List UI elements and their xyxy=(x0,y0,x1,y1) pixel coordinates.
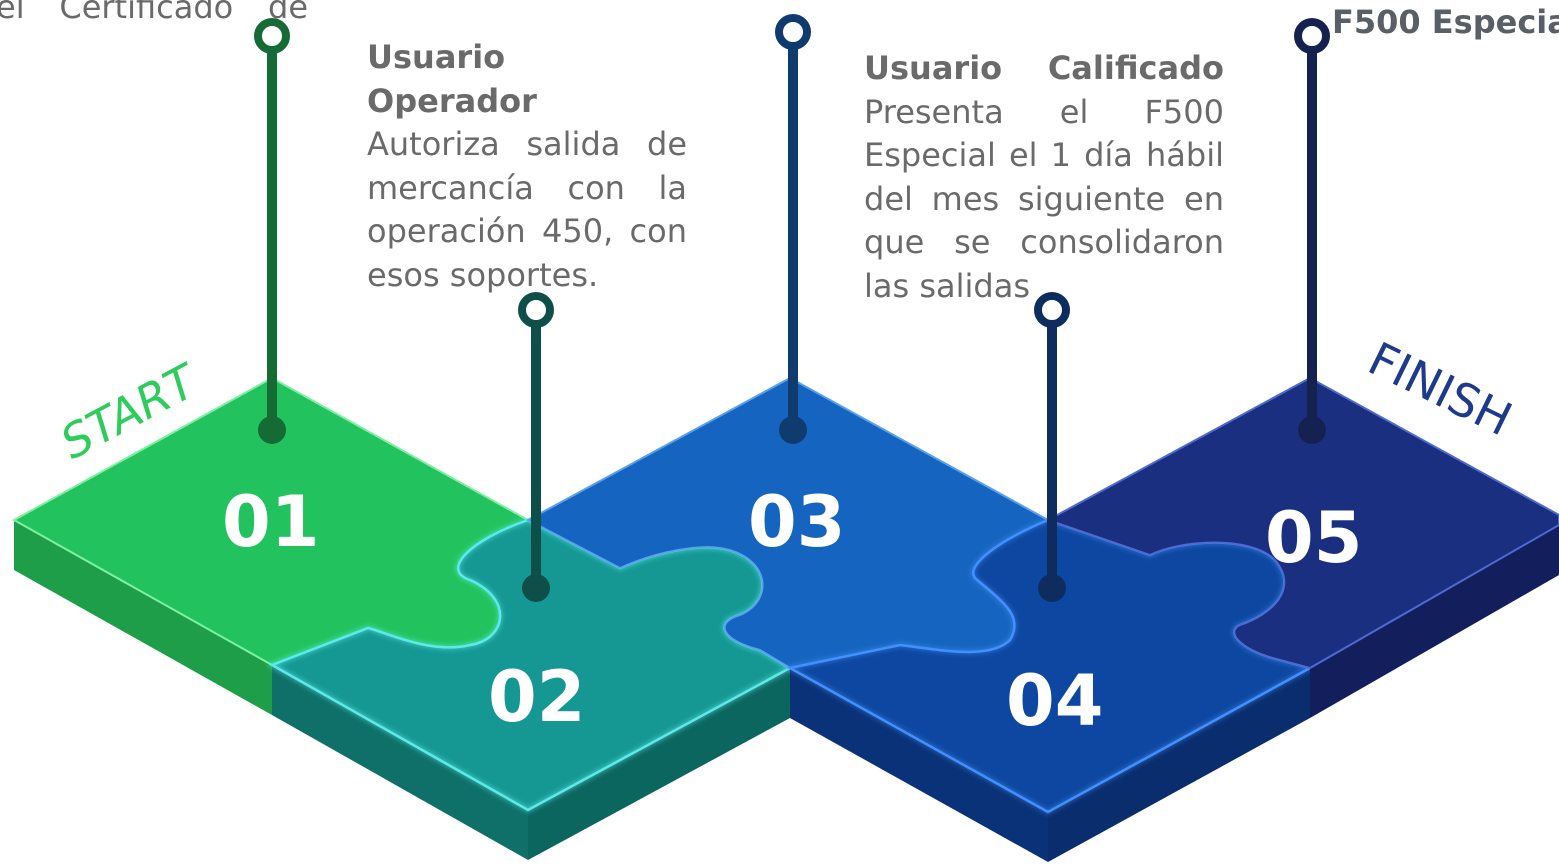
puzzle-piece-01: 01 xyxy=(11,376,531,715)
piece-number-05: 05 xyxy=(1265,497,1362,579)
step-3-title: Usuario Calificado xyxy=(864,49,1224,87)
piece-number-04: 04 xyxy=(1006,660,1103,742)
step-2-title: Usuario Operador xyxy=(367,38,537,120)
pin-03 xyxy=(775,14,811,444)
pin-02 xyxy=(518,292,554,602)
piece-number-02: 02 xyxy=(488,656,585,738)
step-2-text: Usuario Operador Autoriza salida de merc… xyxy=(367,36,687,297)
step-1-text: el Certificado de xyxy=(0,0,308,30)
puzzle-piece-05: 05 xyxy=(1045,376,1559,718)
pin-01 xyxy=(254,18,290,444)
step-3-text: Usuario Calificado Presenta el F500 Espe… xyxy=(864,47,1224,308)
step-5-text: F500 Especial xyxy=(1332,1,1559,45)
pin-04 xyxy=(1034,292,1070,602)
step-5-title: F500 Especial xyxy=(1332,3,1559,41)
step-1-body: el Certificado de xyxy=(0,0,308,26)
step-2-body: Autoriza salida de mercancía con la oper… xyxy=(367,125,687,294)
puzzle-piece-04: 04 xyxy=(782,517,1317,862)
step-3-body: Presenta el F500 Especial el 1 día hábil… xyxy=(864,92,1224,305)
piece-number-03: 03 xyxy=(748,481,845,563)
pin-05 xyxy=(1294,18,1330,444)
piece-number-01: 01 xyxy=(222,481,319,563)
